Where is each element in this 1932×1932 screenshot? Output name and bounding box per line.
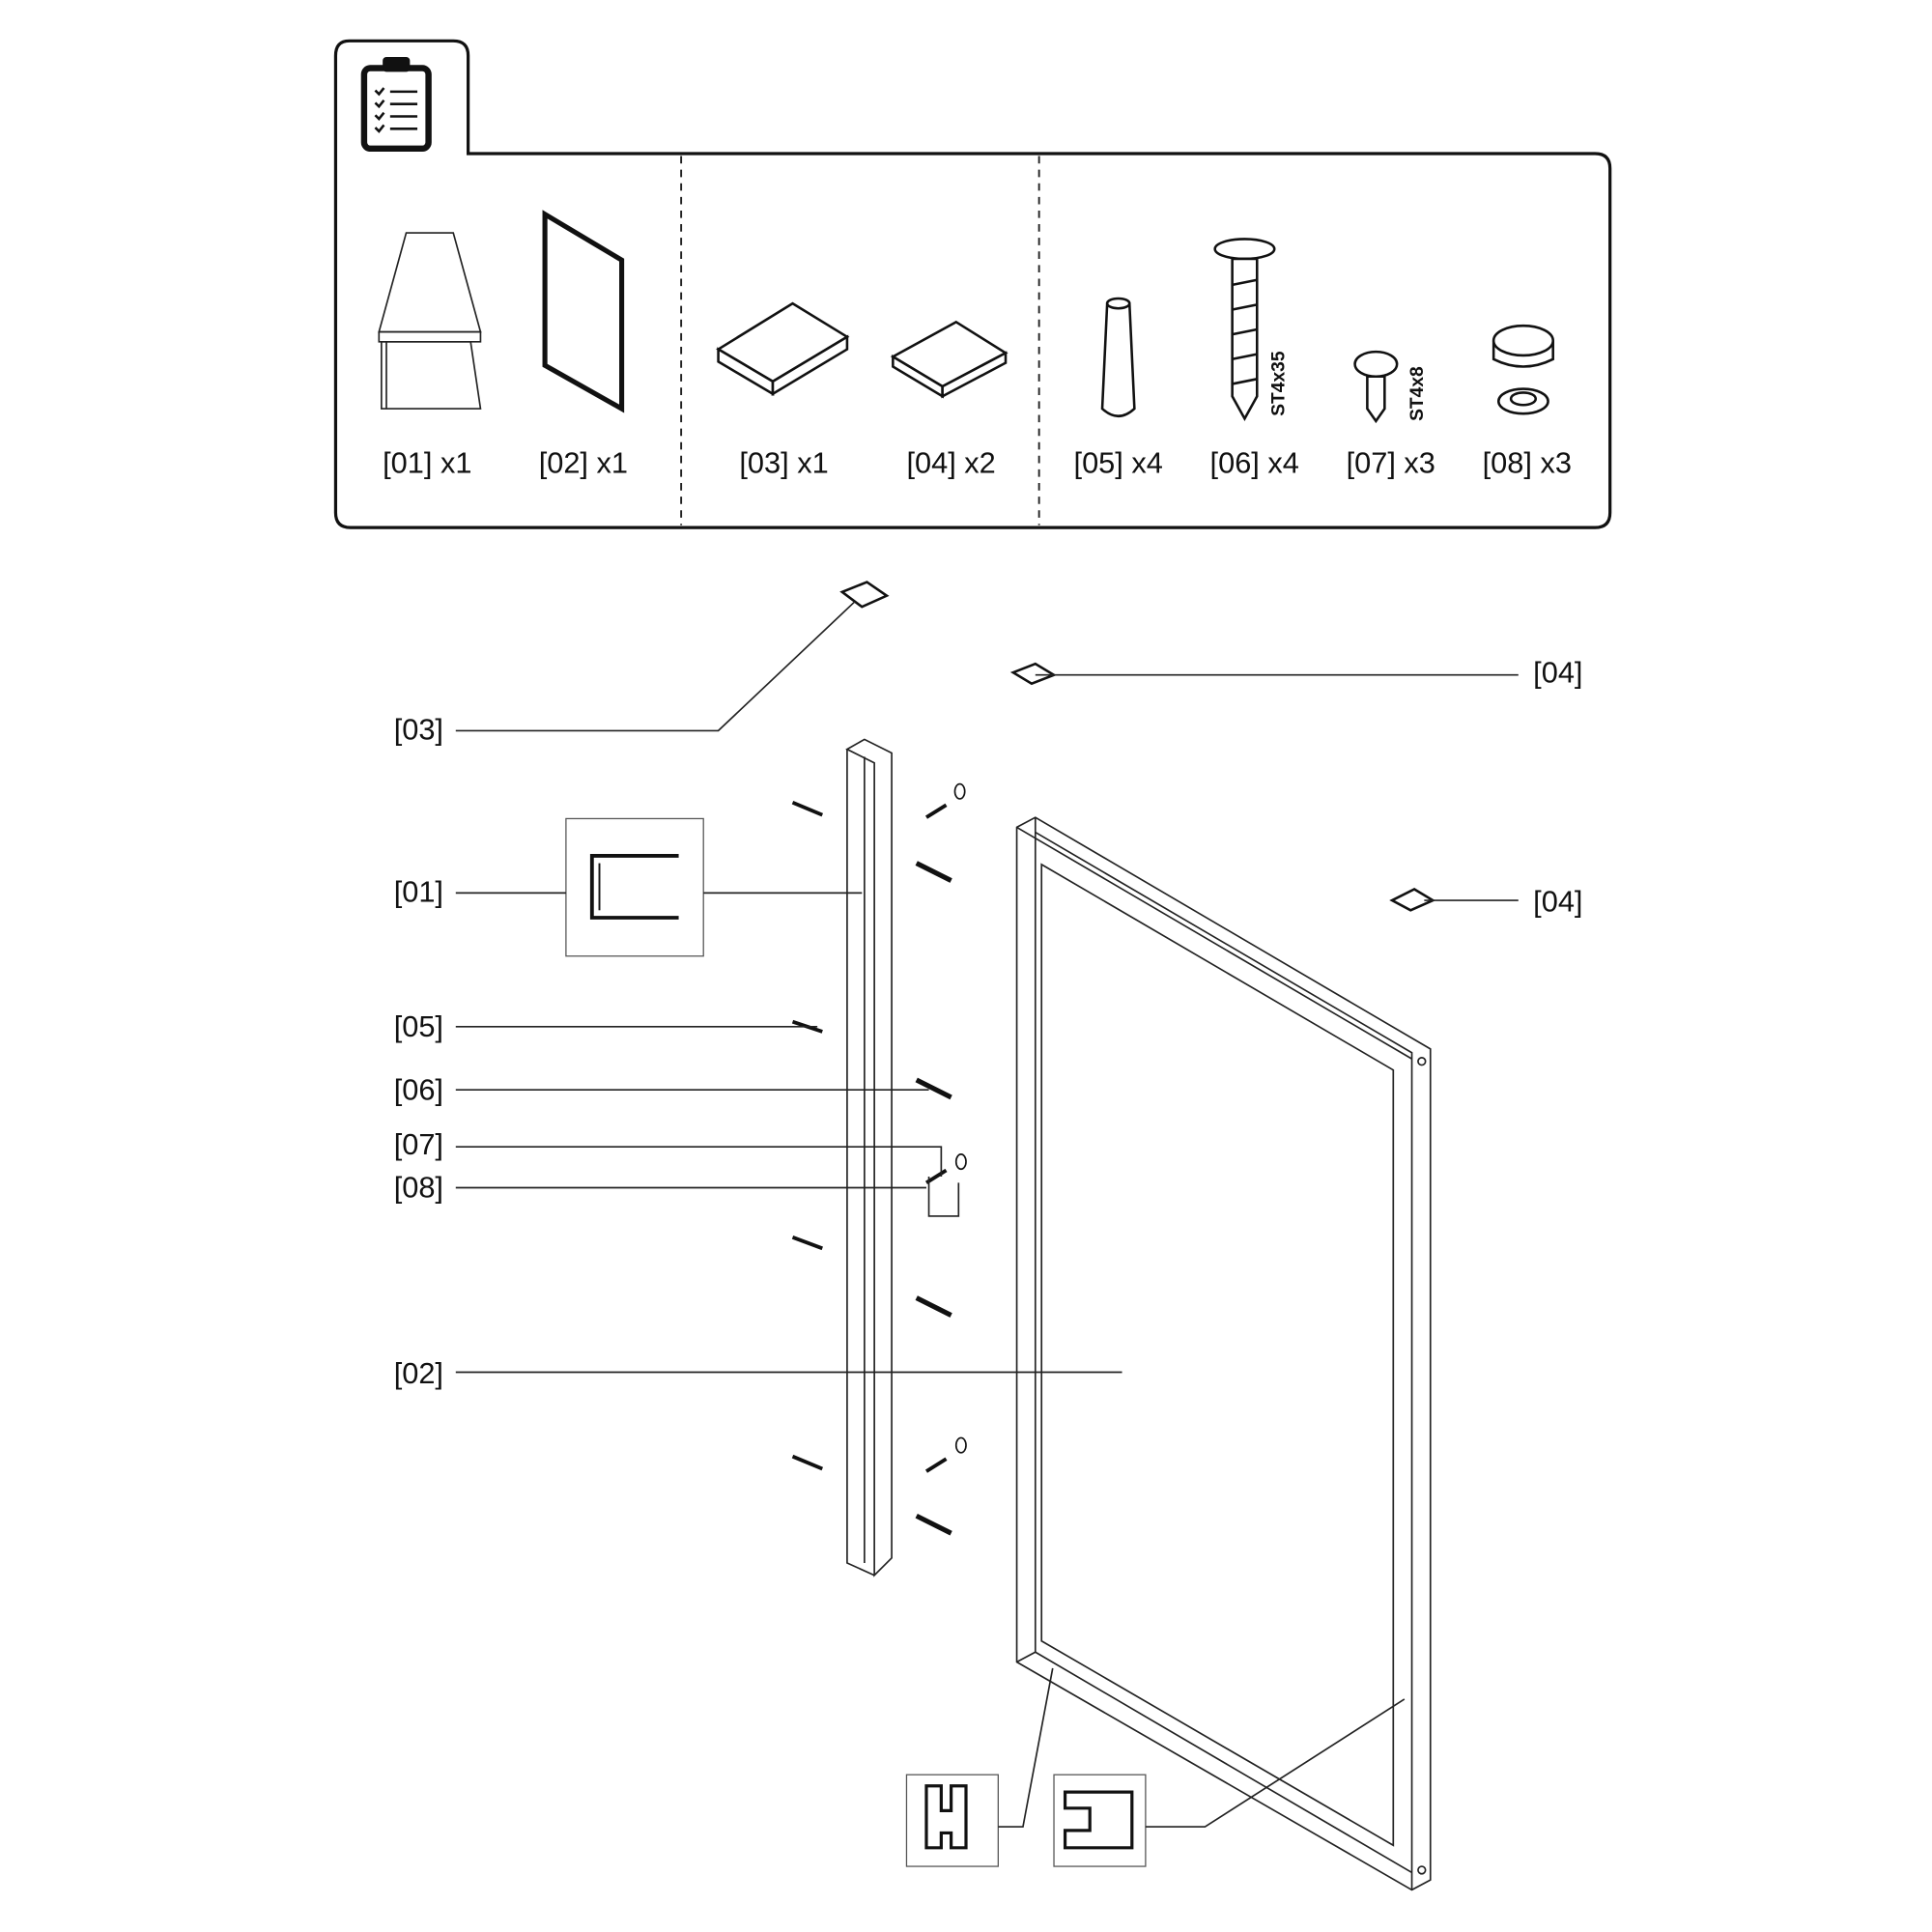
callout-03: [03] [394,712,443,746]
callout-06: [06] [394,1072,443,1106]
part-06-screw-illustration [1213,238,1276,421]
exploded-view: [03] [04] [04] [01] [05] [06] [07] [08] … [394,581,1582,1891]
spec-st4x8: ST4x8 [1407,366,1428,421]
end-cap-04-top [1009,662,1057,686]
wall-profile-01 [845,738,893,1577]
callout-01: [01] [394,874,443,908]
part-label: [01] x1 [383,446,471,480]
frame-section-detail-right [1053,1774,1147,1867]
part-label: [07] x3 [1347,446,1435,480]
part-05-wall-anchor-illustration [1100,297,1136,418]
callout-02: [02] [394,1356,443,1390]
callout-04-top: [04] [1533,655,1582,689]
callout-05: [05] [394,1009,443,1043]
callout-04-right: [04] [1533,885,1582,919]
part-03-end-cap-illustration [716,301,850,396]
spec-st4x35: ST4x35 [1268,351,1289,416]
part-label: [04] x2 [906,446,995,480]
part-01-profile-illustration [378,232,482,410]
end-cap-03 [839,581,890,609]
part-label: [05] x4 [1074,446,1163,480]
part-label: [06] x4 [1210,446,1299,480]
callout-07: [07] [394,1127,443,1161]
callout-08: [08] [394,1171,443,1205]
part-label: [08] x3 [1483,446,1572,480]
profile-01-section-detail [565,817,704,957]
part-label: [02] x1 [539,446,628,480]
part-07-screw-illustration [1353,350,1399,424]
clipboard-checklist-icon [360,56,432,153]
frame-section-detail-left [905,1774,999,1867]
part-04-end-cap-illustration [890,320,1009,399]
glass-panel-02-frame [1015,816,1432,1891]
part-08-cap-washer-illustration [1492,324,1554,415]
parts-list-panel: ST4x35 ST4x8 [01] x1 [02] x1 [03] x1 [04… [333,39,1612,529]
part-02-glass-panel-illustration [542,210,625,413]
leader-lines [455,601,1519,1828]
fasteners [791,800,952,1536]
part-label: [03] x1 [739,446,828,480]
